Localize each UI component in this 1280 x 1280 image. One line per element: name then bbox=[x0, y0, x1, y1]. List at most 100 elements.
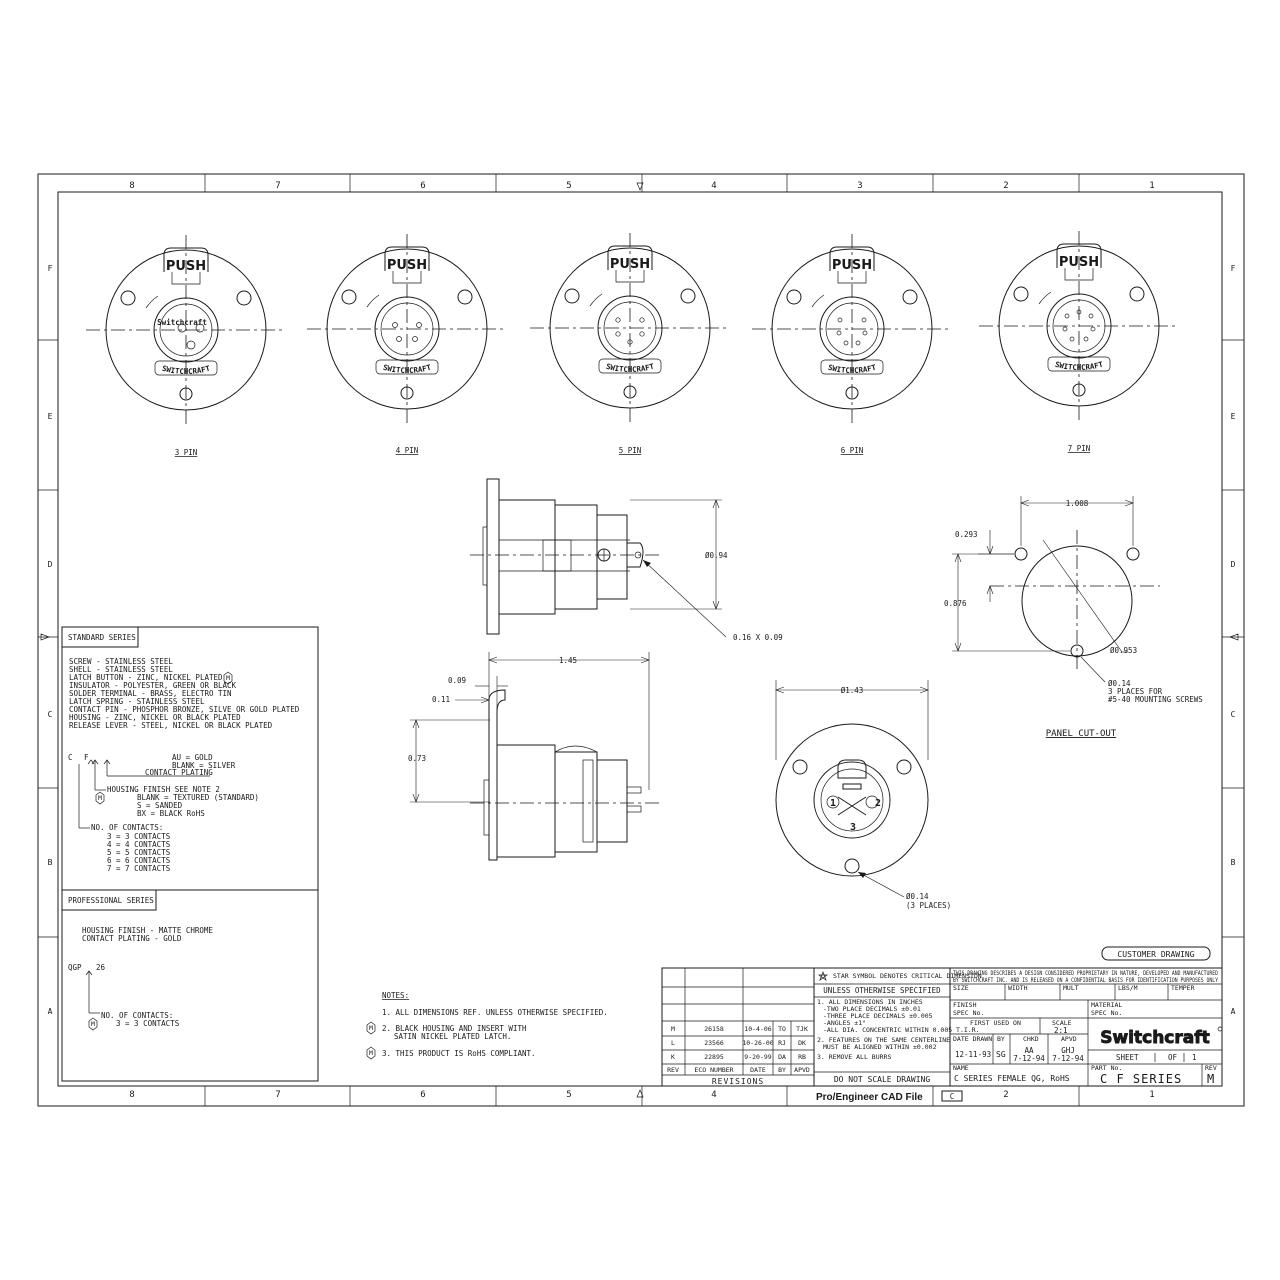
scale-value: 2:1 bbox=[1054, 1026, 1068, 1035]
pin bbox=[1090, 326, 1096, 332]
zone-label: 1 bbox=[1149, 1090, 1154, 1100]
do-not-scale: DO NOT SCALE DRAWING bbox=[834, 1075, 931, 1084]
pin bbox=[861, 317, 867, 323]
zone-label: 8 bbox=[129, 1090, 134, 1100]
professional-code: QGP bbox=[68, 963, 82, 972]
code-c: C bbox=[68, 753, 73, 762]
revision-cell-rev: M bbox=[671, 1025, 675, 1033]
material-line: SHELL - STAINLESS STEEL bbox=[69, 665, 173, 674]
zone-label: A bbox=[1231, 1007, 1236, 1016]
revision-cell-rev: K bbox=[671, 1053, 675, 1061]
date-drawn-label: DATE DRAWN bbox=[953, 1035, 992, 1043]
push-label: PUSH bbox=[832, 258, 872, 273]
of-label: OF bbox=[1168, 1053, 1178, 1062]
apvd-date: 7-12-94 bbox=[1052, 1054, 1084, 1063]
zone-label: 2 bbox=[1003, 1090, 1008, 1100]
zone-label: B bbox=[1231, 858, 1236, 867]
finish-option: BX = BLACK RoHS bbox=[137, 809, 205, 818]
material-line: HOUSING - ZINC, NICKEL OR BLACK PLATED bbox=[69, 713, 241, 722]
zone-label: 8 bbox=[129, 181, 134, 191]
pin bbox=[855, 340, 861, 346]
contact-option: 3 = 3 CONTACTS bbox=[107, 832, 171, 841]
panel-hole-note-1: 3 PLACES FOR bbox=[1108, 687, 1163, 696]
material-line: LATCH SPRING - STAINLESS STEEL bbox=[69, 697, 205, 706]
connector-6-pin: PUSH SWITCHCRAFT bbox=[752, 234, 952, 424]
contact-option: 7 = 7 CONTACTS bbox=[107, 864, 171, 873]
note-marker: M bbox=[91, 1020, 95, 1028]
material-line: SOLDER TERMINAL - BRASS, ELECTRO TIN bbox=[69, 689, 232, 698]
zone-label: 6 bbox=[420, 181, 425, 191]
proprietary-line-1: THIS DRAWING DESCRIBES A DESIGN CONSIDER… bbox=[953, 969, 1218, 977]
tolerance-block: STAR SYMBOL DENOTES CRITICAL DIMENSION U… bbox=[813, 967, 982, 1087]
dimension-slot: 0.16 X 0.09 bbox=[733, 633, 783, 642]
pin bbox=[639, 331, 645, 337]
revisions-title: REVISIONS bbox=[712, 1077, 764, 1086]
revision-cell-by: DA bbox=[778, 1053, 786, 1061]
front-view-pins: 1 2 3 bbox=[826, 795, 881, 833]
tolerance-line: MUST BE ALIGNED WITHIN ±0.002 bbox=[823, 1043, 937, 1051]
professional-contact-option: 3 = 3 CONTACTS bbox=[116, 1019, 180, 1028]
first-used-label: FIRST USED ON bbox=[970, 1019, 1021, 1027]
standard-series-title: STANDARD SERIES bbox=[68, 633, 136, 642]
dimension-073: 0.73 bbox=[408, 754, 426, 763]
panel-hole-dia: Ø0.14 bbox=[1108, 679, 1131, 688]
professional-line: HOUSING FINISH - MATTE CHROME bbox=[82, 926, 213, 935]
zone-label: 6 bbox=[420, 1090, 425, 1100]
pin bbox=[1083, 336, 1089, 342]
dimension-dia-094: Ø0.94 bbox=[705, 551, 728, 560]
pin bbox=[1064, 313, 1070, 319]
push-label: PUSH bbox=[387, 258, 427, 273]
tolerance-line: 3. REMOVE ALL BURRS bbox=[817, 1053, 891, 1061]
dimension-009: 0.09 bbox=[448, 676, 466, 685]
push-label: PUSH bbox=[166, 259, 206, 274]
zone-label: 1 bbox=[1149, 181, 1154, 191]
zone-label: F bbox=[1231, 264, 1236, 273]
size-label: SIZE bbox=[953, 984, 969, 992]
title-block: CUSTOMER DRAWING THIS DRAWING DESCRIBES … bbox=[949, 946, 1223, 1087]
revision-cell-by: TO bbox=[778, 1025, 786, 1033]
zone-label: 4 bbox=[711, 181, 716, 191]
pin bbox=[1062, 326, 1068, 332]
notes-title: NOTES: bbox=[382, 991, 409, 1000]
pin bbox=[639, 317, 645, 323]
revisions-header: ECO NUMBER bbox=[694, 1066, 733, 1074]
brand-text: SWITCHCRAFT bbox=[827, 363, 877, 375]
pin bbox=[1088, 313, 1094, 319]
tolerance-line: -THREE PLACE DECIMALS ±0.005 bbox=[823, 1012, 933, 1020]
dimension-145: 1.45 bbox=[559, 656, 577, 665]
part-label: PART No. bbox=[1091, 1064, 1122, 1072]
pin bbox=[837, 317, 843, 323]
connector-labels: 3 PIN 4 PIN 5 PIN 6 PIN 7 PIN bbox=[175, 444, 1091, 457]
cad-code: C bbox=[950, 1092, 955, 1101]
revision-cell-rev: L bbox=[671, 1039, 675, 1047]
code-f: F bbox=[84, 753, 89, 762]
dimension-1008: 1.008 bbox=[1066, 499, 1089, 508]
tolerance-line: -TWO PLACE DECIMALS ±0.01 bbox=[823, 1005, 921, 1013]
plating-label: CONTACT PLATING bbox=[145, 768, 213, 777]
zone-label: B bbox=[48, 858, 53, 867]
professional-contacts-label: NO. OF CONTACTS: bbox=[101, 1011, 173, 1020]
zone-label: 5 bbox=[566, 181, 571, 191]
pin bbox=[195, 323, 205, 333]
revision-cell-date: 9-20-99 bbox=[744, 1053, 771, 1061]
revision-cell-date: 10-4-06 bbox=[744, 1025, 771, 1033]
dimension-hole-count: (3 PLACES) bbox=[906, 901, 951, 910]
zone-labels-right: F E D C B A bbox=[1231, 264, 1236, 1016]
material-line: LATCH BUTTON - ZINC, NICKEL PLATED bbox=[69, 673, 223, 682]
star-note: STAR SYMBOL DENOTES CRITICAL DIMENSION bbox=[833, 972, 982, 980]
note-marker: M bbox=[98, 794, 102, 802]
zone-label: C bbox=[1231, 710, 1236, 719]
brand-text: SWITCHCRAFT bbox=[1054, 360, 1104, 372]
material-line: RELEASE LEVER - STEEL, NICKEL OR BLACK P… bbox=[69, 721, 273, 730]
width-label: WIDTH bbox=[1008, 984, 1028, 992]
revision-cell-eco: 22895 bbox=[704, 1053, 724, 1061]
centering-marks bbox=[40, 182, 1239, 1098]
finish-option: BLANK = TEXTURED (STANDARD) bbox=[137, 793, 259, 802]
note-item: 3. THIS PRODUCT IS RoHS COMPLIANT. bbox=[382, 1049, 536, 1058]
revision-cell-apvd: RB bbox=[798, 1053, 806, 1061]
professional-code-suffix: 26 bbox=[96, 963, 106, 972]
